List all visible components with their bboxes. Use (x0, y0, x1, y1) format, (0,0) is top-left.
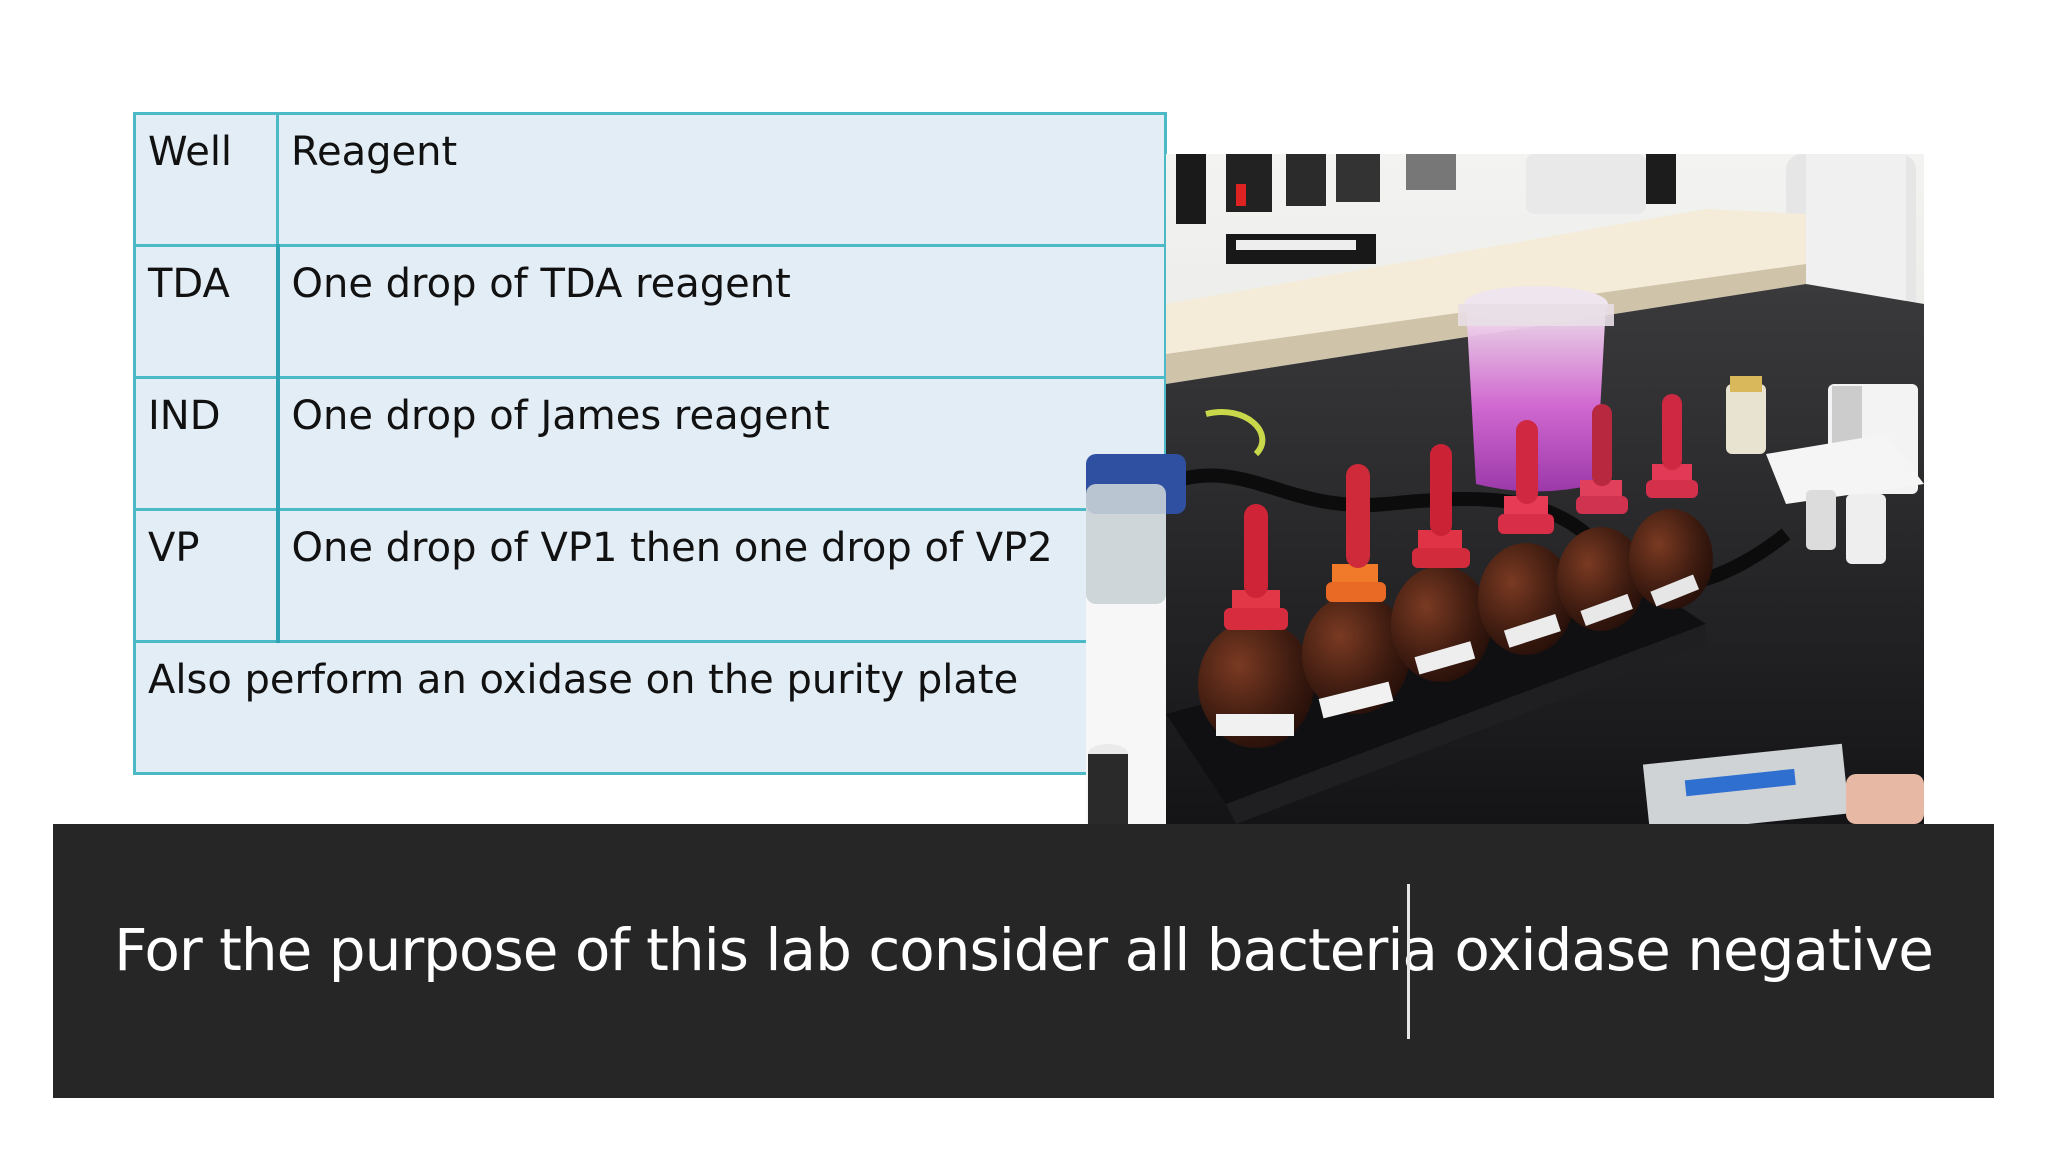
text-cursor (1407, 884, 1410, 1039)
well-cell: VP (133, 508, 280, 643)
reagent-table: Well Reagent TDA One drop of TDA reagent… (133, 112, 1167, 775)
reagent-cell: One drop of James reagent (276, 376, 1167, 511)
header-reagent: Reagent (276, 112, 1167, 247)
table-row: IND One drop of James reagent (133, 376, 1167, 511)
header-well: Well (133, 112, 279, 247)
table-footer-row: Also perform an oxidase on the purity pl… (133, 640, 1167, 775)
reagent-cell: One drop of VP1 then one drop of VP2 (276, 508, 1167, 643)
table-row: VP One drop of VP1 then one drop of VP2 (133, 508, 1167, 643)
lab-photo (1086, 154, 1924, 824)
well-cell: IND (133, 376, 280, 511)
table-row: TDA One drop of TDA reagent (133, 244, 1167, 379)
dropper-bottles (1198, 394, 1713, 748)
table-header-row: Well Reagent (133, 112, 1167, 247)
well-cell: TDA (133, 244, 280, 379)
caption-text: For the purpose of this lab consider all… (114, 916, 1934, 984)
reagent-cell: One drop of TDA reagent (276, 244, 1167, 379)
oxidase-note: Also perform an oxidase on the purity pl… (133, 640, 1167, 775)
caption-bar: For the purpose of this lab consider all… (53, 824, 1994, 1098)
